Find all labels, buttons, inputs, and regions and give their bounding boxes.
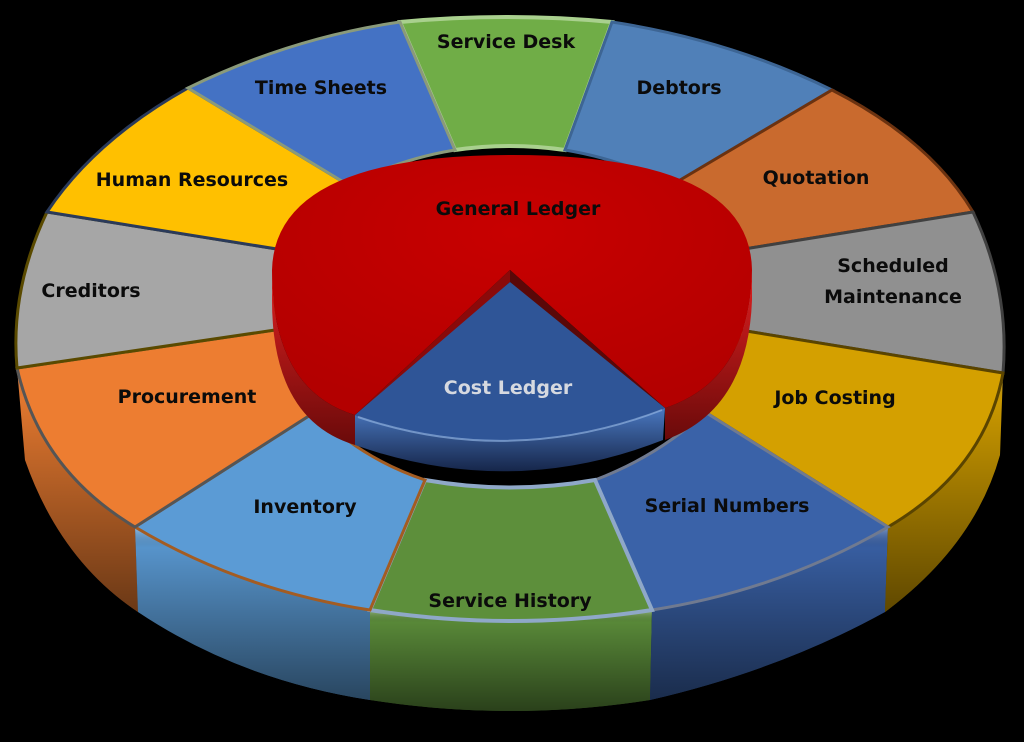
cost-ledger-wedge[interactable] <box>355 282 665 441</box>
label-job-costing: Job Costing <box>772 387 895 409</box>
wheel-side-bands <box>17 368 1003 711</box>
label-cost-ledger: Cost Ledger <box>444 377 573 399</box>
label-procurement: Procurement <box>118 386 257 408</box>
segment-debtors[interactable] <box>562 20 836 188</box>
label-general-ledger: General Ledger <box>436 198 601 220</box>
label-inventory: Inventory <box>253 496 357 518</box>
label-quotation: Quotation <box>763 167 870 189</box>
label-serial-numbers: Serial Numbers <box>645 495 810 517</box>
general-ledger-disk[interactable] <box>272 155 752 415</box>
labels: Service Desk Debtors Quotation Scheduled… <box>41 31 961 612</box>
label-service-history: Service History <box>428 590 592 612</box>
label-human-resources: Human Resources <box>96 169 288 191</box>
label-debtors: Debtors <box>636 77 721 99</box>
label-creditors: Creditors <box>41 280 140 302</box>
label-maintenance: Maintenance <box>824 286 962 308</box>
label-service-desk: Service Desk <box>437 31 576 53</box>
label-time-sheets: Time Sheets <box>255 77 387 99</box>
wheel-segments <box>14 15 1006 623</box>
label-scheduled: Scheduled <box>837 255 949 277</box>
hub <box>272 155 752 472</box>
